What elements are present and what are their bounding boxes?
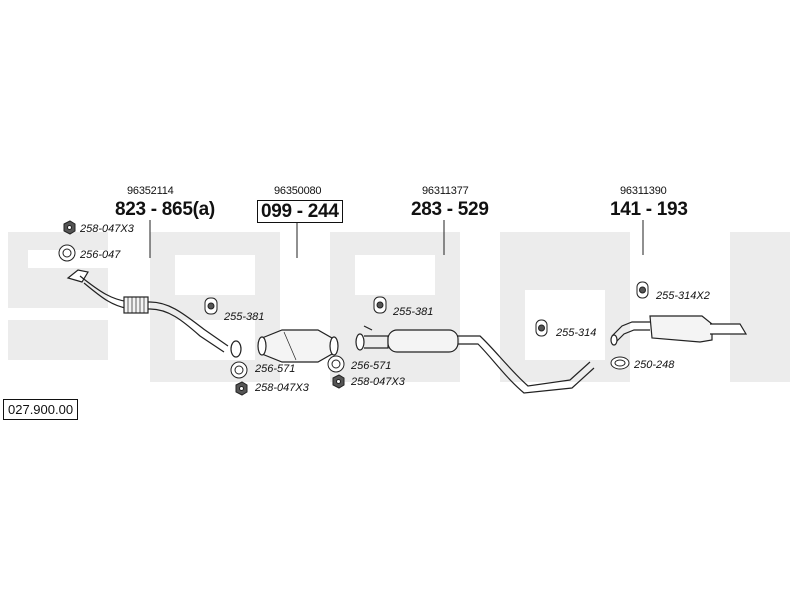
- centre-silencer: [355, 325, 595, 394]
- accessory-label: 256-571: [351, 360, 392, 372]
- part-number: 823 - 865(a): [115, 199, 215, 220]
- gasket-icon: [327, 355, 345, 373]
- part-number-highlighted: 099 - 244: [257, 200, 343, 223]
- rubber-mount-icon: [204, 297, 218, 315]
- oem-number: 96352114: [127, 185, 174, 197]
- accessory-label: 256-047: [80, 249, 121, 261]
- oem-number: 96311377: [422, 185, 469, 197]
- leader-lines: [149, 220, 644, 258]
- rubber-mount-icon: [636, 281, 649, 299]
- accessory-label: 258-047X3: [80, 223, 134, 235]
- gasket-icon: [58, 244, 76, 262]
- accessory-label: 250-248: [634, 359, 675, 371]
- part-number: 141 - 193: [610, 199, 688, 220]
- accessory-label: 258-047X3: [255, 382, 309, 394]
- oem-number: 96311390: [620, 185, 667, 197]
- catalytic-converter: [257, 329, 339, 363]
- accessory-label: 255-381: [224, 311, 265, 323]
- rubber-mount-icon: [535, 319, 548, 337]
- accessory-label: 256-571: [255, 363, 296, 375]
- rear-silencer: [610, 315, 748, 346]
- gasket-icon: [230, 361, 248, 379]
- nut-icon: [332, 374, 345, 389]
- diagram-code: 027.900.00: [3, 399, 79, 420]
- accessory-label: 258-047X3: [351, 376, 405, 388]
- nut-icon: [235, 381, 248, 396]
- oem-number: 96350080: [274, 185, 322, 197]
- clamp-icon: [610, 356, 630, 370]
- accessory-label: 255-314X2: [656, 290, 710, 302]
- accessory-label: 255-314: [556, 327, 597, 339]
- nut-icon: [63, 220, 76, 235]
- rubber-mount-icon: [373, 296, 387, 314]
- part-number: 283 - 529: [411, 199, 489, 220]
- front-pipe: [66, 269, 242, 358]
- accessory-label: 255-381: [393, 306, 434, 318]
